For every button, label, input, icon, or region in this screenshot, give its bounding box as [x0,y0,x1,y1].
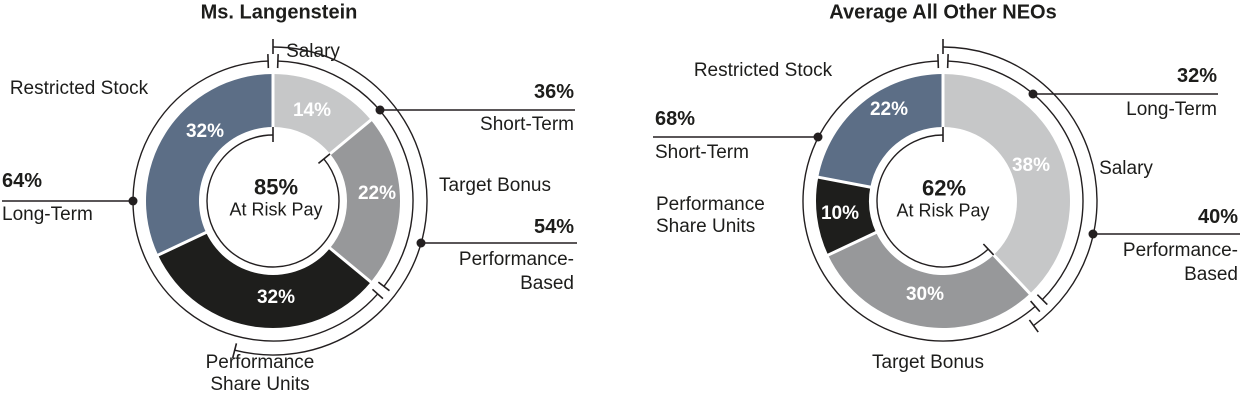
left-psu-pct: 32% [256,287,296,309]
right-performance-based-label-line1: Performance- [1122,240,1238,261]
right-salary-label: Salary [1099,158,1153,180]
right-segment-divider [816,175,873,189]
right-segment-divider [825,230,879,258]
left-long-term-pct: 64% [2,170,43,192]
left-performance-based-label-line2: Based [520,273,574,294]
right-at-risk-label: At Risk Pay [896,200,990,221]
left-at-risk-pct: 85% [253,174,299,200]
left-restricted-stock-label: Restricted Stock [9,78,149,100]
left-segment-divider [327,117,374,157]
right-restricted-stock-label: Restricted Stock [693,60,833,82]
right-donut-segment-salary [943,74,1071,294]
right-psu-pct: 10% [820,203,860,225]
left-target-bonus-pct: 22% [357,183,397,205]
left-at-risk-arc [206,134,340,268]
right-group-arc-a [947,60,1084,301]
left-segment-divider [155,230,209,258]
right-chart-title: Average All Other NEOs [829,1,1057,24]
right-target-bonus-label: Target Bonus [872,352,984,374]
right-short-term-label: Short-Term [655,142,749,163]
left-performance-bracket-tick [231,343,238,359]
right-performance-based-label-line2: Based [1184,264,1238,285]
left-performance-based-label-line1: Performance- [458,249,574,270]
right-donut-segment-restricted-stock [818,73,943,188]
right-at-risk-arc [876,134,989,268]
right-callout-dot [1028,89,1038,99]
right-donut-segment-performance-share-units [816,177,877,256]
right-psu-label: Performance Share Units [656,194,765,237]
right-segment-divider [991,252,1033,297]
left-psu-label: Performance Share Units [205,352,315,395]
right-restricted-stock-pct: 22% [869,99,909,121]
left-donut-segment-performance-share-units [158,232,371,328]
left-long-term-label: Long-Term [2,204,93,225]
right-target-bonus-pct: 30% [905,284,945,306]
right-long-term-label: Long-Term [1126,99,1217,120]
right-at-risk-arc-tick [982,243,995,256]
left-restricted-stock-pct: 32% [185,121,225,143]
right-donut-segment-target-bonus [828,232,1030,328]
left-group-arc-b [132,60,379,342]
right-long-term-pct: 32% [1176,65,1217,87]
left-segment-divider [327,245,374,285]
left-chart-title: Ms. Langenstein [200,1,358,24]
left-callout-dot [375,105,385,115]
left-at-risk-label: At Risk Pay [229,199,323,220]
left-donut-segment-target-bonus [330,120,401,282]
right-callout-dot [813,132,823,142]
right-group-arc-b [802,60,1036,342]
left-performance-based-pct: 54% [533,216,574,238]
left-group-arc-hash [377,281,390,292]
left-at-risk-arc-tick [317,153,331,165]
right-group-arc-hash [1036,294,1048,306]
left-group-arc-hash [371,288,384,300]
right-performance-based-pct: 40% [1197,206,1238,228]
right-callout-dot [1088,229,1098,239]
left-performance-bracket-arc [234,46,428,356]
left-callout-dot [128,196,138,206]
right-salary-pct: 38% [1011,155,1051,177]
left-donut-segment-restricted-stock [146,74,273,256]
left-salary-pct: 14% [292,100,332,122]
left-donut-segment-salary [273,74,371,154]
right-at-risk-pct: 62% [921,175,967,201]
left-group-arc-a [277,60,414,287]
left-short-term-pct: 36% [533,81,574,103]
left-short-term-label: Short-Term [480,114,574,135]
right-group-arc-hash [1030,300,1041,313]
left-target-bonus-label: Target Bonus [439,175,551,197]
left-callout-dot [416,238,426,248]
right-performance-bracket-arc [942,46,1098,327]
left-salary-label: Salary [286,41,340,63]
right-performance-bracket-tick [1028,319,1039,333]
right-short-term-pct: 68% [655,108,696,130]
